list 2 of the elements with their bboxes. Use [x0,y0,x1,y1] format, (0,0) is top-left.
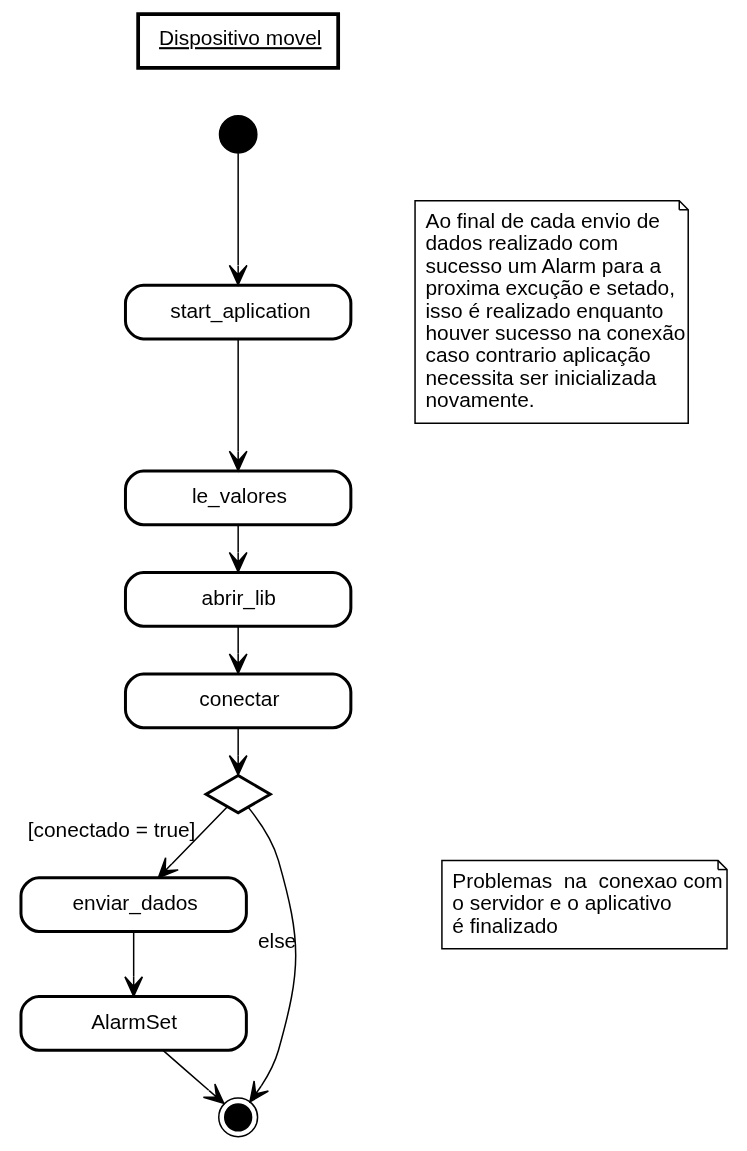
edge-label: [conectado = true] [27,817,195,841]
edge-label: else [257,929,296,953]
